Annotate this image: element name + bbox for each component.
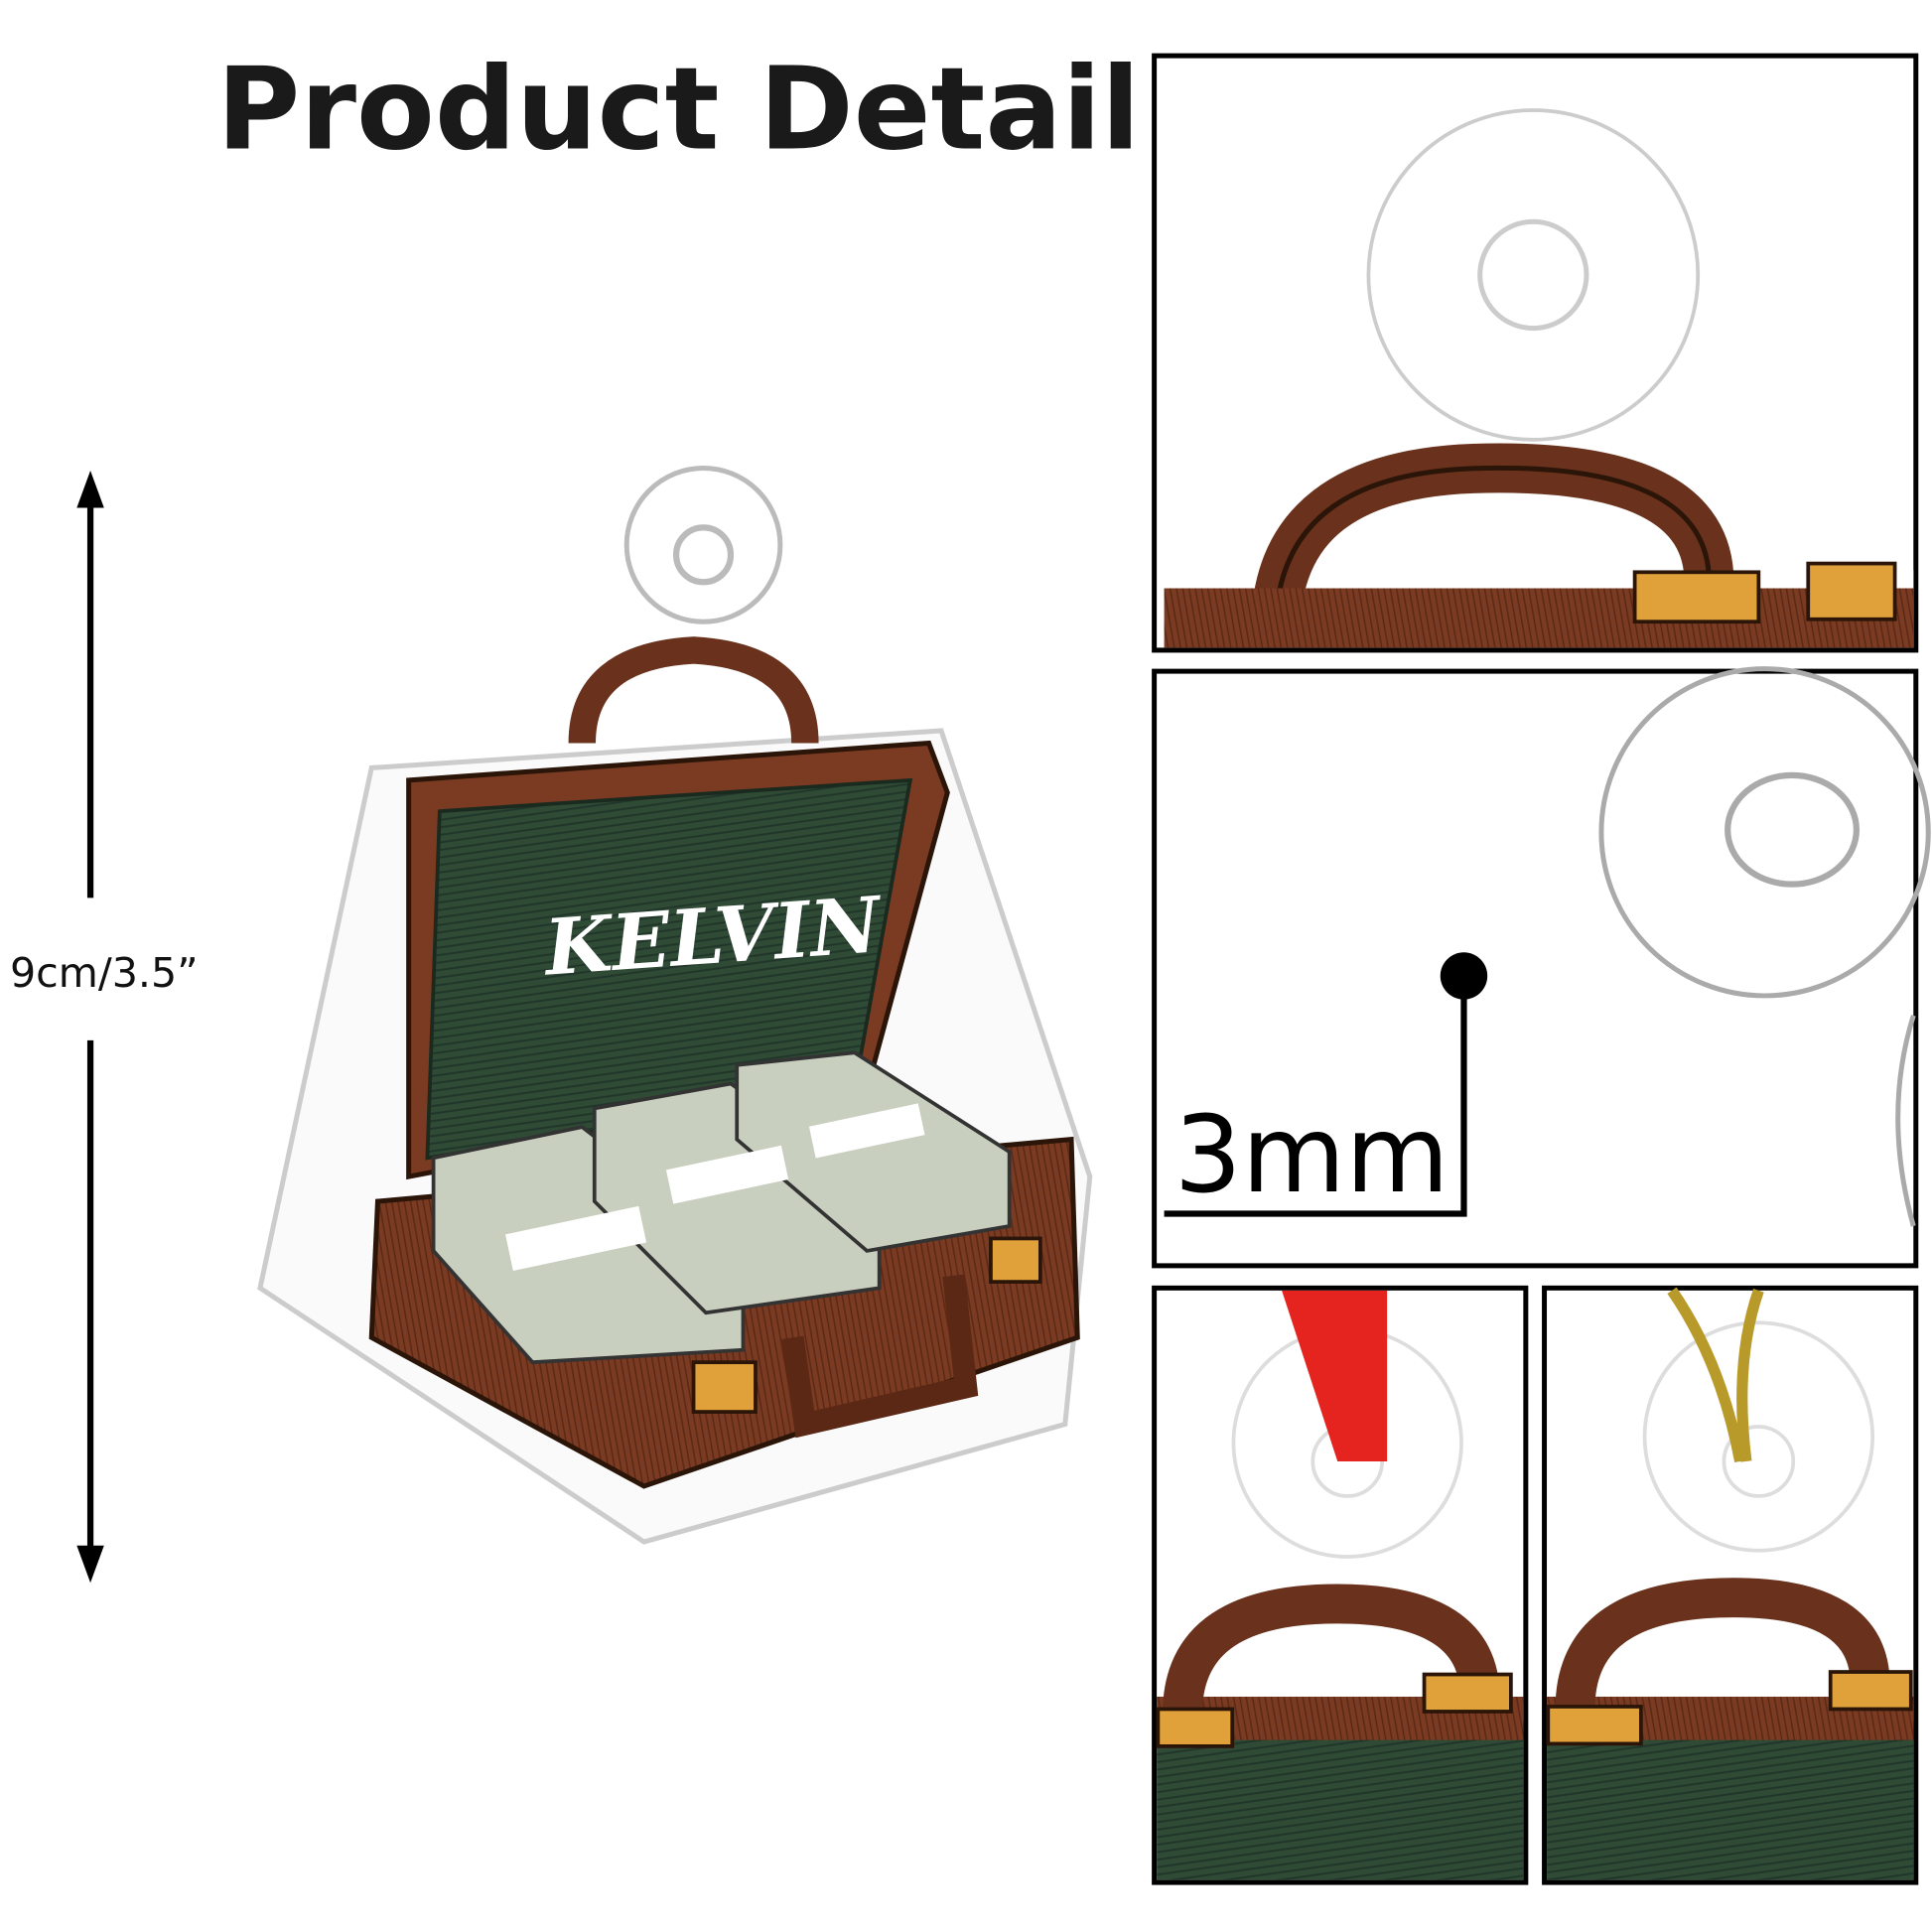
red-ribbon [1282,1290,1388,1461]
red-ribbon-option-panel[interactable] [1152,1285,1529,1885]
thickness-closeup-panel: 3mm [1152,666,1931,1269]
page-title: Product Detail [216,44,1140,177]
gold-cord [1667,1287,1764,1463]
thickness-label: 3mm [1174,1093,1449,1217]
briefcase-ornament: KELVIN [257,466,1093,1545]
gold-cord-option-panel[interactable] [1542,1285,1919,1885]
money-stacks [431,1050,1012,1365]
dimension-label: 9cm/3.5” [10,949,199,997]
height-dimension-arrow [76,471,104,1584]
hanger-closeup-panel [1152,53,1919,653]
